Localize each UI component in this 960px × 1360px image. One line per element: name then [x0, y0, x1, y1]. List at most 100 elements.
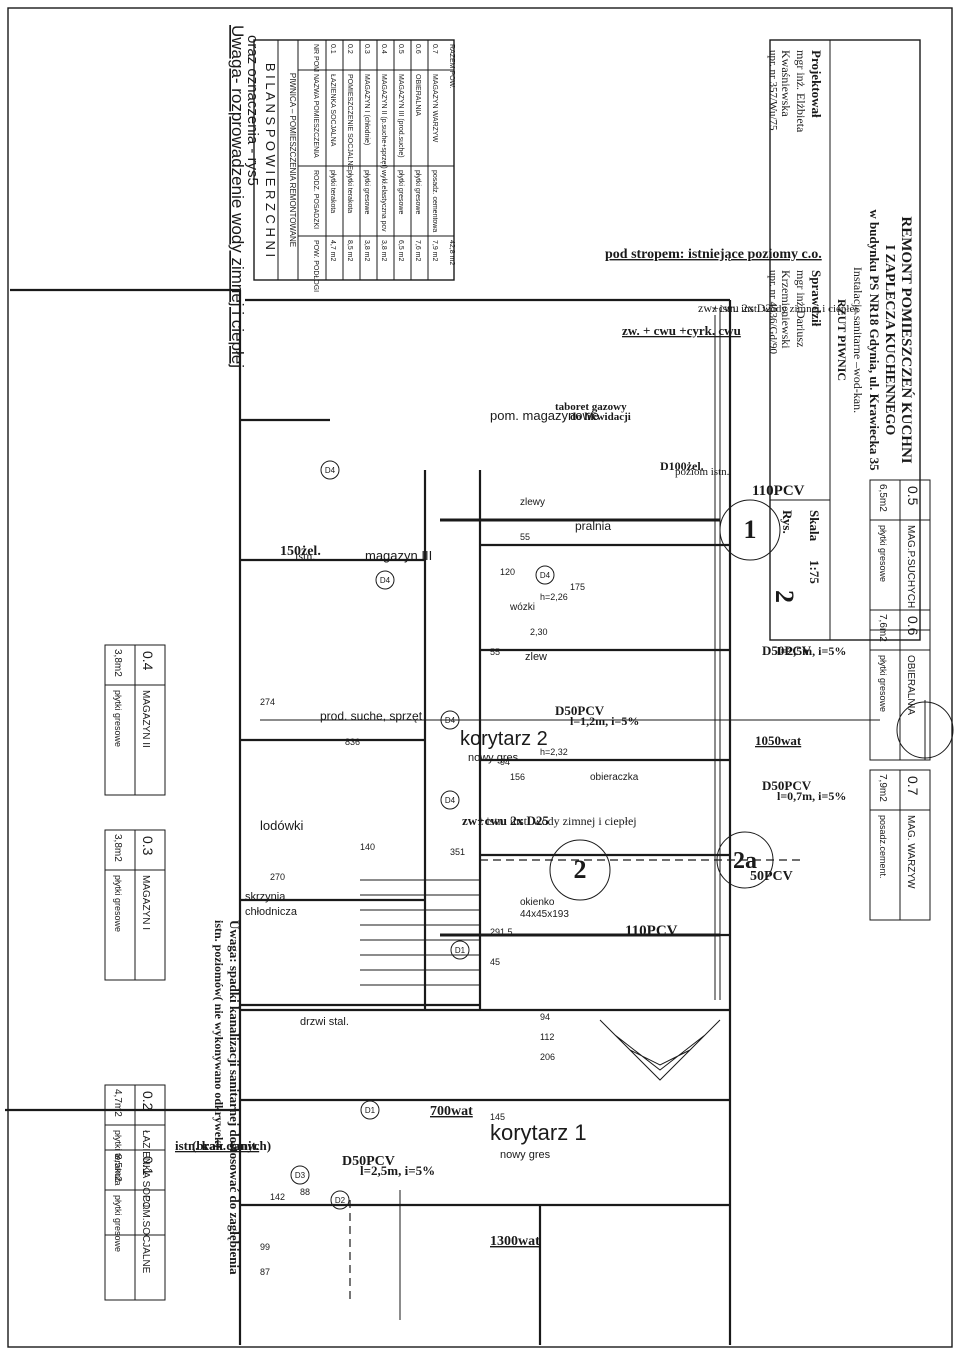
balance-cell: 0.1	[329, 44, 336, 54]
skrzynia-label-1: skrzynia	[245, 891, 286, 903]
stairs	[360, 879, 480, 986]
room-tag-nr: 0.4	[140, 651, 156, 671]
dimension-label: 2,30	[530, 627, 548, 637]
pralnia-label: pralnia	[575, 519, 611, 533]
dimension-label: 291,5	[490, 927, 513, 937]
dimension-label: 88	[300, 1187, 310, 1197]
balance-cell: 8,5 m2	[346, 240, 353, 262]
dimension-label: 142	[270, 1192, 285, 1202]
istn-inst-b-label: z istn. inst. wody zimnej i ciepłej	[478, 814, 637, 828]
designer-license: upr. nr 357/Wu/75	[767, 50, 779, 131]
dimension-label: 94	[540, 1012, 550, 1022]
balance-cell: płytki terakota	[329, 170, 336, 213]
door-marker: D3	[290, 1165, 310, 1185]
riser-number-2a: 2a	[733, 848, 757, 874]
pom-mag-label: pom. magazynowe	[490, 408, 599, 423]
d50-c-sub-label: l=0,7m, i=5%	[777, 789, 846, 803]
balance-total-label: RAZEM POW.	[448, 44, 455, 89]
balance-header-cell: POW. PODŁOGI	[312, 240, 319, 292]
room-tag-nr: 0.5	[905, 486, 921, 506]
dimension-label: 206	[540, 1052, 555, 1062]
okienko-label-1: okienko	[520, 897, 555, 908]
balance-cell: posadz. cementowa	[431, 170, 438, 232]
dimension-label: 270	[270, 872, 285, 882]
room-tag-name: MAG. WARZYW	[905, 815, 916, 889]
room-tag-nr: 0.2	[140, 1091, 156, 1111]
checker-name-1: mgr inż.Dariusz	[794, 270, 808, 347]
scale-label: Skala	[807, 510, 822, 542]
room-tag-area: 6,5m2	[877, 484, 888, 512]
room-tag-floor: płytki gresowe	[878, 525, 888, 582]
project-line-5: RZUT PIWNIC	[835, 299, 849, 381]
pod-stropem-label: pod stropem: istniejące poziomy c.o.	[605, 247, 822, 262]
corridor-2-label: korytarz 2	[460, 728, 548, 750]
d50-a-sub-label: l=1,2m, i=5%	[570, 714, 639, 728]
dimension-label: h=2,26	[540, 592, 568, 602]
balance-cell: 0.7	[431, 44, 438, 54]
designer-name-1: mgr inż. Elżbieta	[794, 50, 808, 133]
balance-cell: płytki gresowe	[397, 170, 404, 214]
istn-inst-a-label: z istn. inst. wody zimnej i ciepłej	[712, 303, 857, 315]
room-tag-floor: płytki gresowe	[113, 1195, 123, 1252]
project-line-4: Instalacje sanitarne –wod-kan.	[851, 267, 865, 413]
room-tag-floor: płytki gresowe	[878, 655, 888, 712]
dimension-label: 351	[450, 847, 465, 857]
designer-name-2: Kwaśniewska	[779, 50, 793, 117]
room-tag-area: 8,5m2	[112, 1154, 123, 1182]
checker-name-2: Krzemieniewski	[779, 270, 793, 349]
room-tag-name: OBIERALNIA	[905, 655, 916, 715]
footer-note-line-1: Uwaga: spadki kanalizacji sanitarnej dos…	[227, 920, 242, 1275]
d50-b-label: D50PCV	[762, 643, 812, 658]
door-marker-label: D4	[540, 571, 551, 580]
okienko-label-2: 44x45x193	[520, 909, 569, 920]
door-marker: D4	[320, 460, 340, 480]
walls	[5, 288, 732, 1345]
taboret-label-2: do likwidacji	[570, 411, 631, 423]
balance-cell: MAGAZYN II (p.suche+sprzęt)	[380, 74, 387, 169]
door-marker: D4	[535, 565, 555, 585]
radiator-1300-label: 1300wat	[490, 1234, 540, 1249]
balance-title: B I L A N S P O W I E R Z C H N I	[263, 63, 278, 257]
balance-cell: 3,8 m2	[363, 240, 370, 262]
balance-cell: 0.3	[363, 44, 370, 54]
door-marker-label: D2	[335, 1196, 346, 1205]
pvc50-label: 50PCV	[750, 869, 793, 884]
door-marker: D4	[440, 710, 460, 730]
corridor-2-floor: nowy gres	[468, 752, 519, 764]
balance-cell: 0.6	[414, 44, 421, 54]
plan-labels: korytarz 1 nowy gres korytarz 2 nowy gre…	[175, 247, 857, 1249]
room-tag-floor: płytki terakota	[113, 1130, 123, 1186]
magazyn-3-label: magazyn III	[365, 548, 432, 563]
radiator-1050-label: 1050wat	[755, 733, 802, 748]
door-marker: D1	[360, 1100, 380, 1120]
room-tag-nr: 0.3	[140, 836, 156, 856]
dimension-label: 45	[490, 957, 500, 967]
dimension-label: 120	[500, 567, 515, 577]
wozki-label: wózki	[509, 602, 535, 613]
istn-kan-label-2: (brak danych)	[192, 1138, 271, 1153]
area-balance-table: B I L A N S P O W I E R Z C H N I PIWNIC…	[253, 39, 455, 292]
room-tag-nr: 0.6	[905, 616, 921, 636]
balance-header-cell: NAZWA POMIESZCZENIA	[312, 74, 319, 158]
balance-cell: 7,9 m2	[431, 240, 438, 262]
door-marker-label: D3	[295, 1171, 306, 1180]
d50-c-label: D50PCV	[762, 778, 812, 793]
footer-note: Uwaga: spadki kanalizacji sanitarnej dos…	[212, 920, 242, 1275]
dimension-label: 145	[490, 1112, 505, 1122]
d50-a-label: D50PCV	[555, 703, 605, 718]
room-tag-name: MAGAZYN II	[140, 690, 151, 748]
balance-cell: płytki gresowe	[363, 170, 370, 214]
room-tag-area: 3,8m2	[112, 649, 123, 677]
door-marker: D1	[450, 940, 470, 960]
room-tag-name: MAGAZYN I	[140, 875, 151, 930]
d50-b-sub-label: l=2,5m, i=5%	[777, 644, 846, 658]
room-tag-name: MAG.P.SUCHYCH	[905, 525, 916, 608]
lodowki-label: lodówki	[260, 818, 303, 833]
